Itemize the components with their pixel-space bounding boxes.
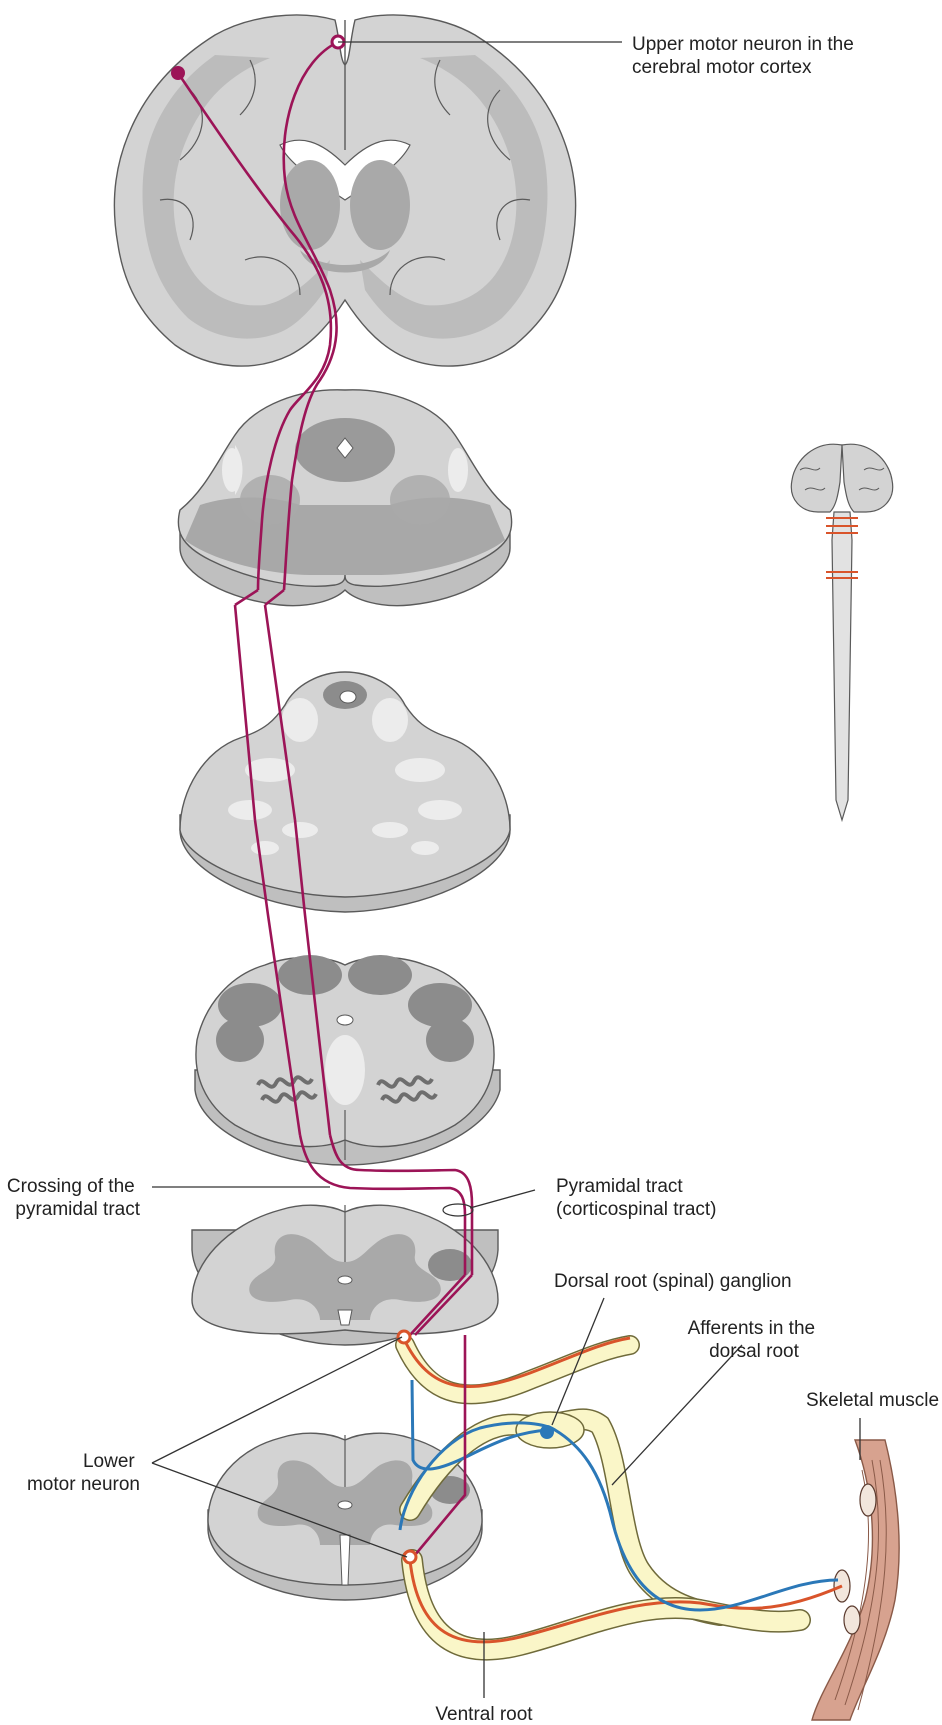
lower-motor-neuron-label: Lower motor neuron bbox=[27, 1451, 140, 1495]
brain-spinal-cord-icon bbox=[791, 444, 892, 820]
pyramidal-tract-label: Pyramidal tract (corticospinal tract) bbox=[556, 1176, 717, 1220]
upper-motor-neuron-left bbox=[171, 66, 185, 80]
upper-spinal-nerve-sheath bbox=[405, 1345, 630, 1394]
skeletal-muscle-label: Skeletal muscle bbox=[806, 1390, 939, 1411]
dorsal-ganglion-cell-body bbox=[540, 1425, 554, 1439]
midbrain-section bbox=[178, 390, 511, 606]
brain-coronal-section bbox=[114, 15, 575, 366]
afferents-label: Afferents in the dorsal root bbox=[688, 1318, 821, 1362]
pons-section bbox=[180, 672, 510, 912]
spinal-cord-section-upper bbox=[192, 1205, 498, 1345]
pyramidal-tract-marker bbox=[443, 1204, 473, 1216]
medulla-section bbox=[195, 955, 500, 1165]
ventral-root-label: Ventral root bbox=[435, 1704, 533, 1725]
dorsal-root-ganglion-label: Dorsal root (spinal) ganglion bbox=[554, 1271, 792, 1292]
crossing-label: Crossing of the pyramidal tract bbox=[7, 1176, 141, 1220]
ventral-root-sheath bbox=[412, 1560, 800, 1650]
upper-motor-neuron-label: Upper motor neuron in the cerebral motor… bbox=[632, 34, 859, 78]
lower-motor-neuron-upper bbox=[398, 1331, 410, 1343]
